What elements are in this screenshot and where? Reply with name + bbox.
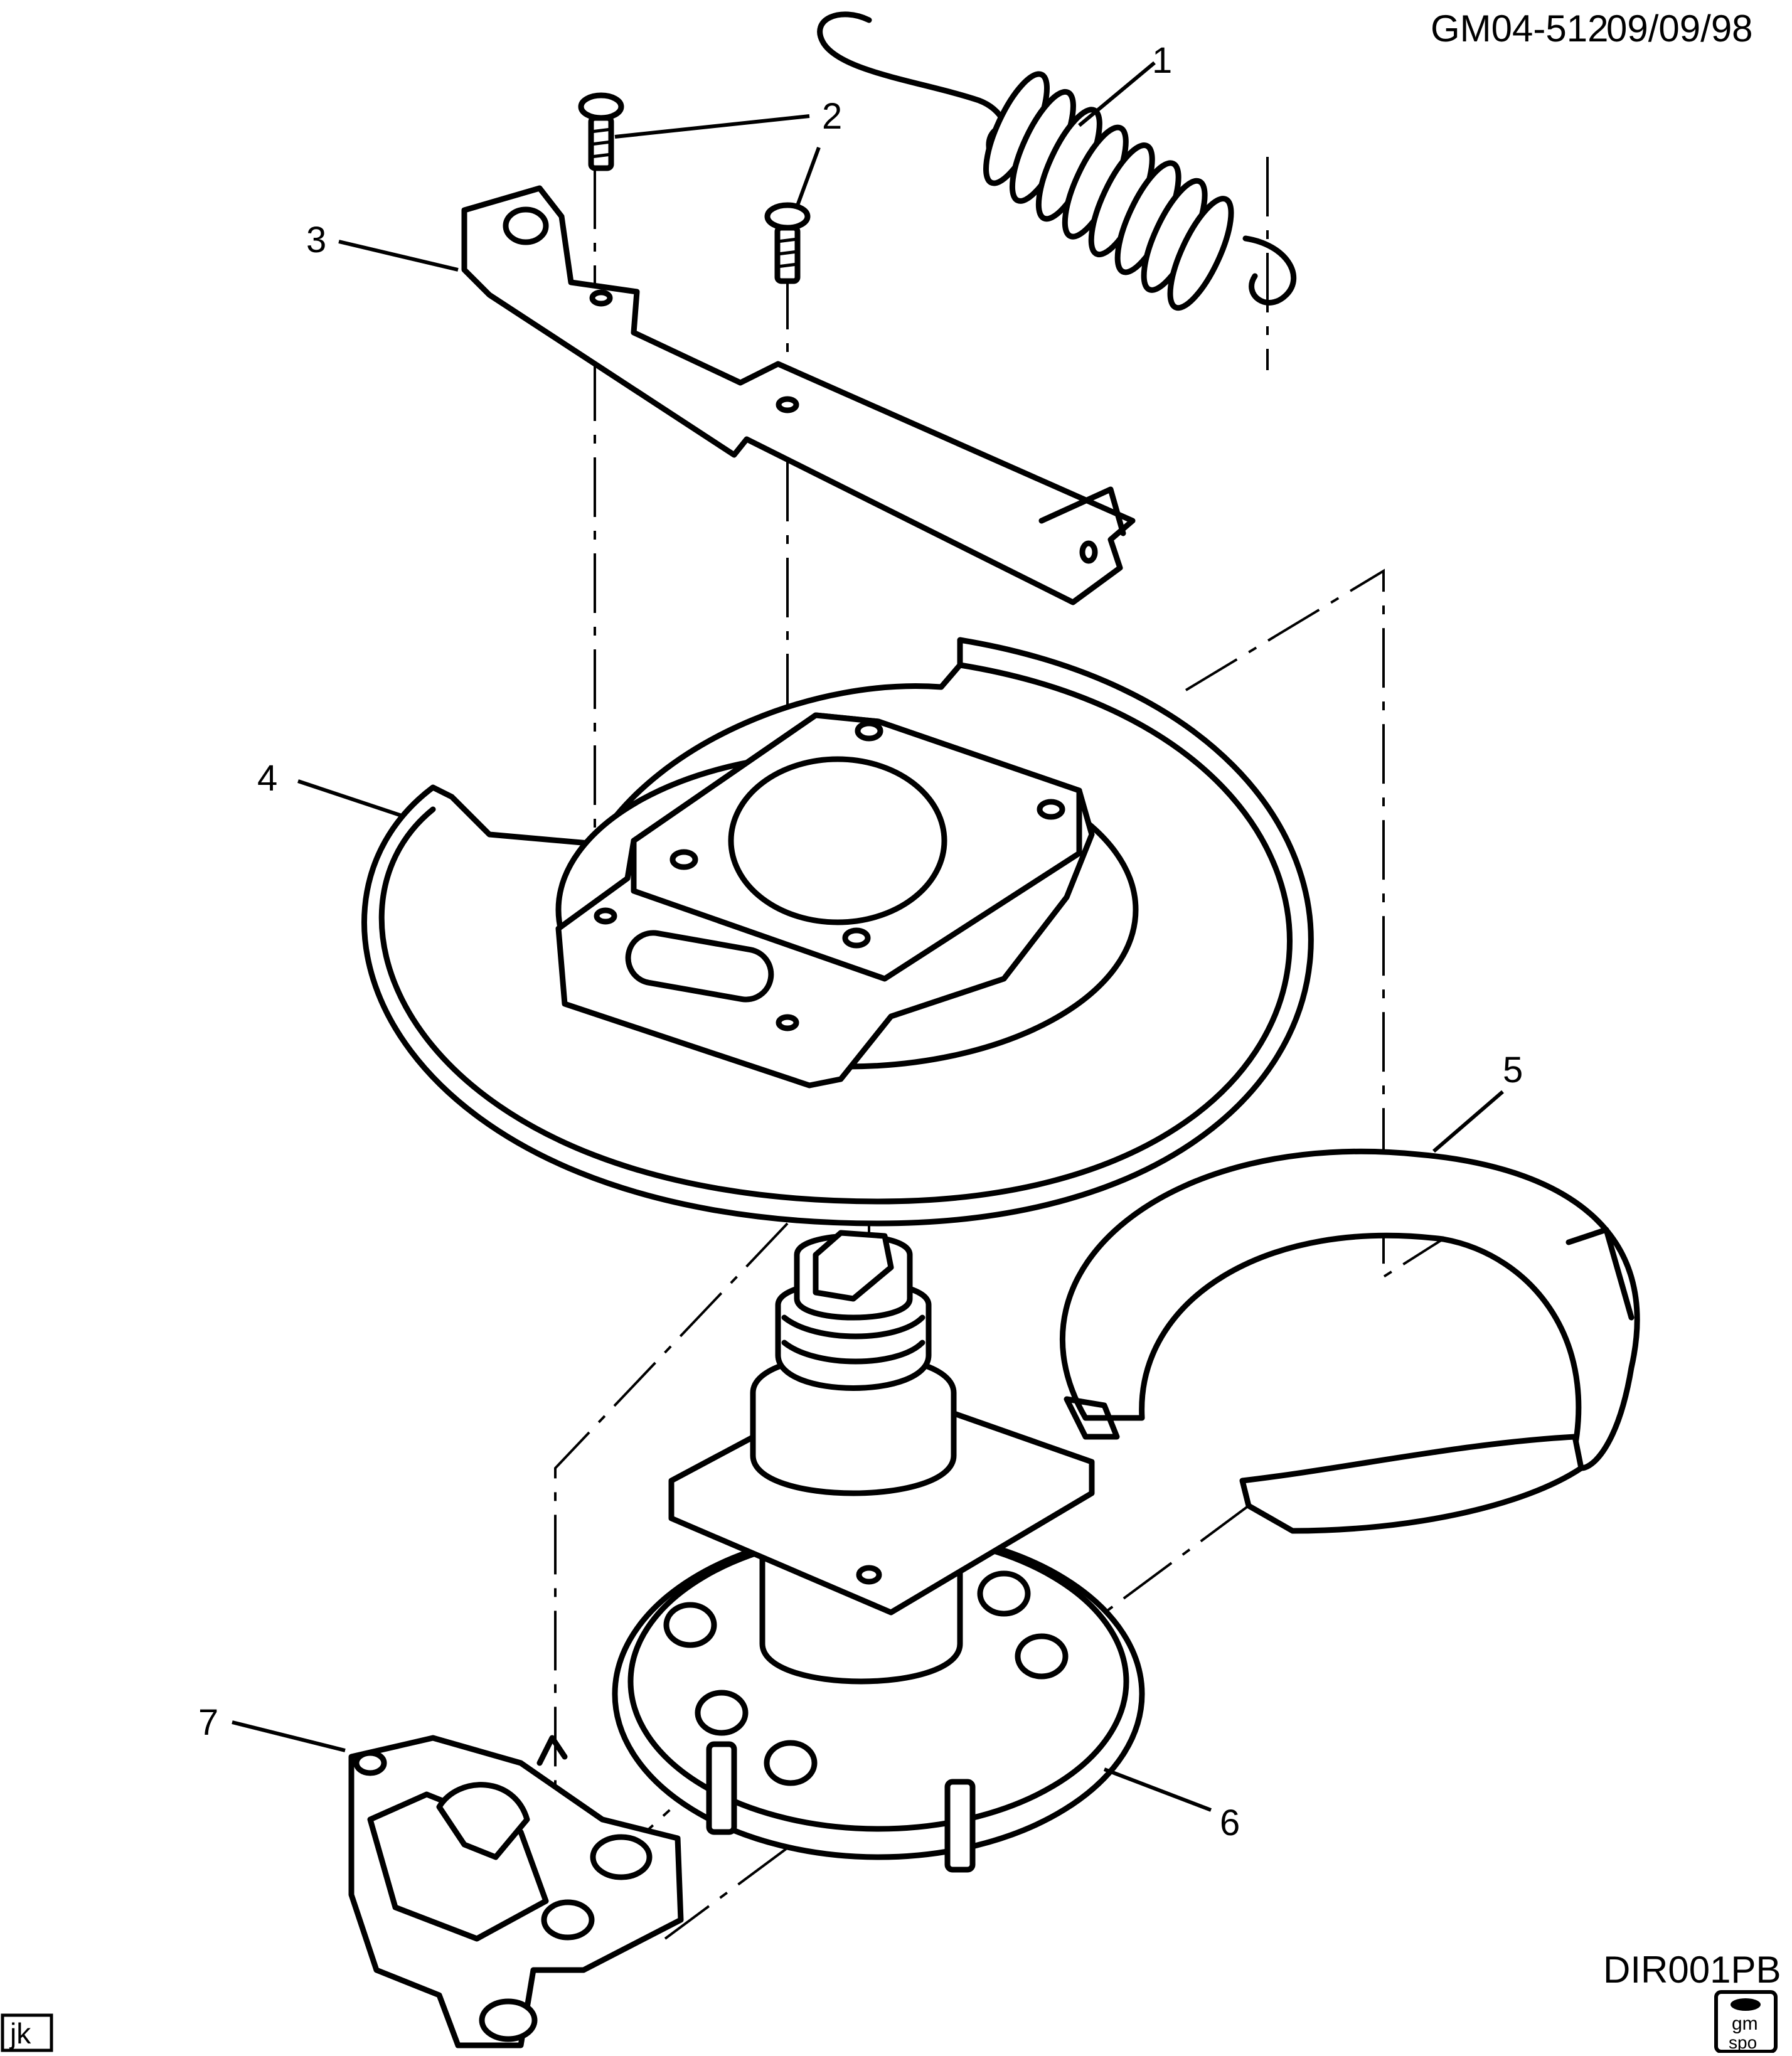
caliper-part: [348, 1735, 684, 2048]
backing-plate-part: [361, 637, 1314, 1227]
callout-2: 2: [822, 96, 842, 137]
callout-5: 5: [1503, 1050, 1523, 1090]
screw-part-left: [578, 92, 624, 171]
logo-text-top: gm: [1732, 2013, 1758, 2034]
logo-text-bottom: spo: [1729, 2033, 1757, 2052]
initials-text: jk: [9, 2017, 31, 2050]
leader-lines: [232, 61, 1504, 1812]
gm-spo-logo-icon: gm spo: [1714, 1990, 1778, 2053]
figure-id: DIR001PB: [1603, 1949, 1781, 1991]
callout-6: 6: [1220, 1803, 1240, 1843]
bracket-part: [461, 185, 1136, 605]
header-code: GM04-512: [1431, 8, 1608, 50]
screw-part-right: [764, 202, 811, 284]
callout-7: 7: [198, 1702, 218, 1743]
callout-4: 4: [257, 758, 277, 799]
callout-1: 1: [1152, 40, 1172, 81]
initials-box: jk: [1, 2013, 53, 2052]
brake-shoe-part: [1059, 1148, 1640, 1534]
hub-bearing-part: [612, 1230, 1145, 1873]
spring-part: [817, 11, 1296, 311]
callout-3: 3: [306, 220, 326, 260]
header-date: 09/09/98: [1606, 8, 1753, 50]
